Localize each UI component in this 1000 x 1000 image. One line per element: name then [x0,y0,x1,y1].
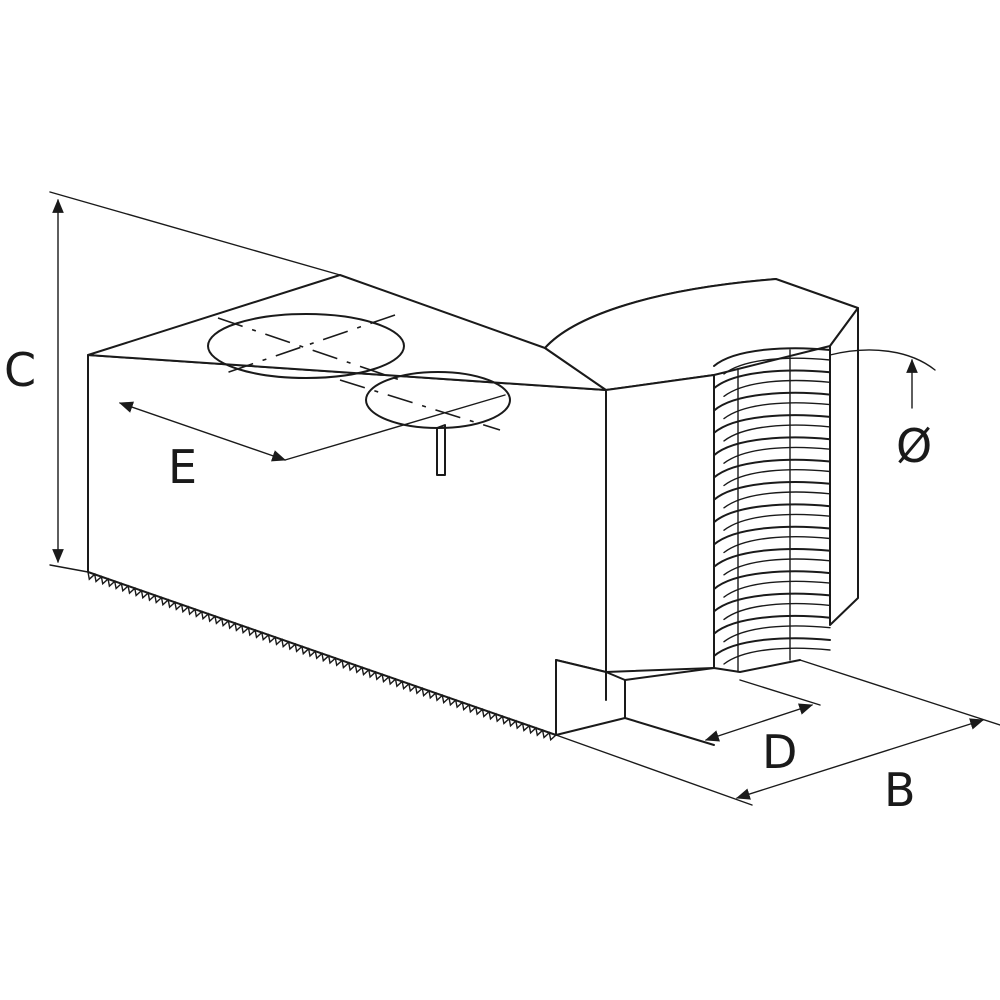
groove-arc [713,481,831,501]
hole-2 [365,371,511,429]
groove-inner-arc [723,647,831,665]
groove-inner-arc [723,625,831,643]
groove-arc [713,414,831,434]
dimension-B [555,659,1000,806]
dimension-diameter [829,349,936,409]
bolt-holes [207,313,511,431]
serrated-edge [87,571,557,742]
groove-arc [713,503,831,524]
label-D: D [762,725,797,779]
step-riser [436,424,446,476]
groove-arc [713,436,831,457]
groove-arc [713,391,831,412]
dimension-E [118,394,506,462]
tall-side-face [829,307,859,626]
groove-arc [713,548,831,568]
groove-inner-arc [723,558,831,576]
center-line-1 [217,317,401,381]
tall-top-face-shape [544,278,859,391]
center-line-2 [219,314,396,376]
label-C: C [4,343,36,397]
groove-inner-arc [723,469,831,487]
groove-inner-arc [723,402,831,420]
groove-arc [713,458,831,479]
bottom-inner-edge [624,717,715,746]
groove-inner-arc [723,536,831,554]
bottom-edge [624,659,801,681]
groove-arc [713,637,831,657]
center-line-3 [339,379,501,431]
groove-inner-arc [723,379,831,397]
label-diameter: Ø [896,419,932,473]
groove-inner-arc [723,602,831,621]
label-E: E [168,440,197,494]
tall-front-face [605,374,715,673]
groove-arc [713,570,831,591]
label-B: B [884,763,916,817]
groove-arc [713,592,831,613]
dimension-C [49,191,341,573]
groove-inner-arc [723,446,831,464]
groove-inner-arc [723,357,831,375]
groove-arc [713,347,831,367]
jaw-front-face [87,354,607,736]
groove-inner-arc [723,580,831,598]
groove-inner-arc [723,424,831,442]
bottom-block [555,659,626,736]
groove-arc [713,525,831,546]
groove-arc [713,369,831,390]
groove-pattern [713,347,831,673]
groove-inner-arc [723,491,831,509]
hole-1 [207,313,405,379]
groove-arc [713,614,831,635]
groove-inner-arc [723,513,831,531]
